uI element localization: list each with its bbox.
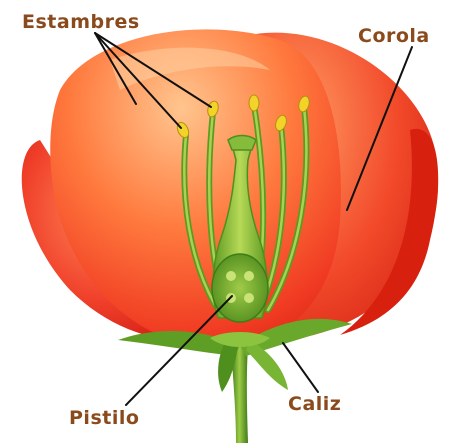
pistil-stigma (228, 136, 256, 151)
ovule (244, 271, 254, 281)
ovule (244, 293, 254, 303)
label-pistil: Pistilo (69, 407, 139, 429)
label-corolla: Corola (358, 25, 430, 47)
anther (249, 95, 259, 111)
ovary (212, 254, 268, 322)
label-stamens: Estambres (22, 11, 140, 33)
ovule (226, 271, 236, 281)
label-calyx: Caliz (288, 393, 341, 415)
pointer-calyx (283, 343, 318, 392)
